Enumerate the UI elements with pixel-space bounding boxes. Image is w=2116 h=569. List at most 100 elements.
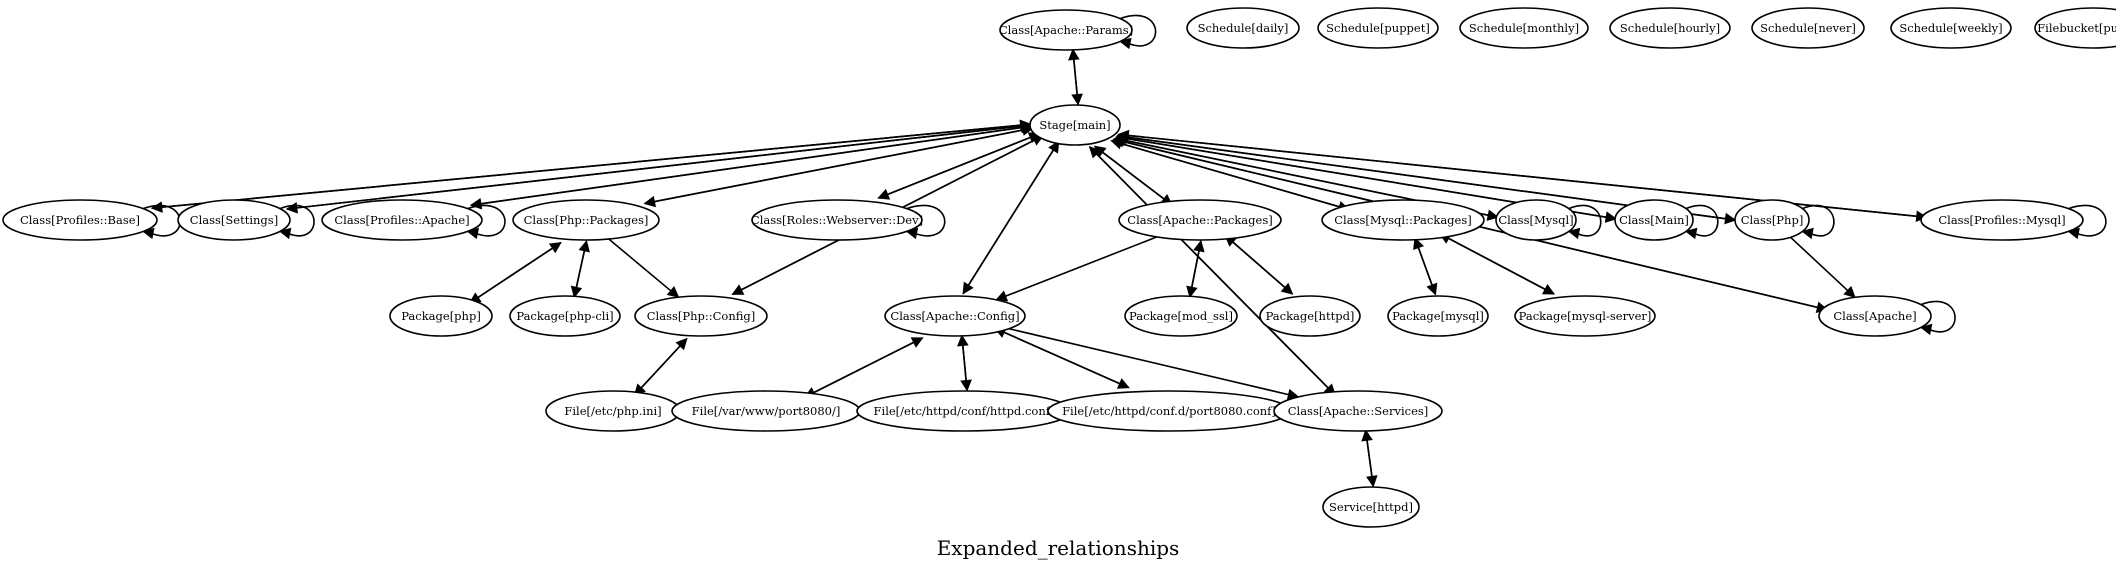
node-profiles-base[interactable]: Class[Profiles::Base]	[2, 199, 158, 241]
node-ellipse[interactable]	[1118, 199, 1282, 241]
node-apache-services[interactable]: Class[Apache::Services]	[1273, 390, 1443, 432]
node-roles-webserver[interactable]: Class[Roles::Webserver::Dev]	[751, 199, 923, 241]
node-label: Package[php]	[401, 309, 481, 323]
node-php-config[interactable]: Class[Php::Config]	[634, 295, 768, 337]
node-ellipse[interactable]	[1317, 7, 1439, 49]
edge-file-port-conf-to-apache-config	[1002, 331, 1130, 389]
node-file-port-conf[interactable]: File[/etc/httpd/conf.d/port8080.conf]	[1047, 390, 1291, 432]
node-ellipse[interactable]	[1751, 7, 1865, 49]
node-ellipse[interactable]	[1459, 7, 1589, 49]
edge-mysql-to-mysql-arrowhead	[1567, 227, 1581, 240]
node-label: Schedule[daily]	[1198, 21, 1289, 35]
node-ellipse[interactable]	[751, 199, 923, 241]
node-ellipse[interactable]	[1495, 199, 1577, 241]
node-sched-never[interactable]: Schedule[never]	[1751, 7, 1865, 49]
node-ellipse[interactable]	[177, 199, 291, 241]
node-ellipse[interactable]	[1259, 295, 1361, 337]
node-ellipse[interactable]	[1818, 295, 1932, 337]
edge-stage-main-to-roles-webserver	[886, 132, 1040, 196]
edge-stage-main-to-profiles-apache	[479, 125, 1032, 205]
node-ellipse[interactable]	[1186, 7, 1300, 49]
node-pkg-php[interactable]: Package[php]	[389, 295, 493, 337]
node-label: Class[Mysql]	[1498, 213, 1573, 227]
node-mysql[interactable]: Class[Mysql]	[1495, 199, 1577, 241]
node-stage-main[interactable]: Stage[main]	[1029, 104, 1121, 146]
node-file-www[interactable]: File[/var/www/port8080/]	[671, 390, 861, 432]
node-php-packages[interactable]: Class[Php::Packages]	[512, 199, 660, 241]
node-ellipse[interactable]	[1614, 199, 1694, 241]
node-label: Class[Profiles::Base]	[20, 213, 140, 227]
node-profiles-mysql[interactable]: Class[Profiles::Mysql]	[1920, 199, 2084, 241]
edge-file-httpd-conf-to-apache-config	[961, 344, 968, 391]
node-main[interactable]: Class[Main]	[1614, 199, 1694, 241]
node-ellipse[interactable]	[884, 295, 1026, 337]
edge-main-to-main	[1685, 204, 1719, 237]
node-pkg-mysql[interactable]: Package[mysql]	[1387, 295, 1489, 337]
node-filebucket[interactable]: Filebucket[puppet]	[2034, 7, 2116, 49]
node-pkg-httpd[interactable]: Package[httpd]	[1259, 295, 1361, 337]
node-ellipse[interactable]	[1124, 295, 1238, 337]
edge-pkg-php-to-php-packages-arrowhead	[548, 242, 562, 254]
node-ellipse[interactable]	[2, 199, 158, 241]
node-sched-monthly[interactable]: Schedule[monthly]	[1459, 7, 1589, 49]
edge-file-php-ini-to-php-config-arrowhead	[675, 337, 688, 351]
node-label: Class[Apache]	[1833, 309, 1916, 323]
node-label: Class[Php::Packages]	[524, 213, 649, 227]
node-mysql-packages[interactable]: Class[Mysql::Packages]	[1321, 199, 1485, 241]
node-ellipse[interactable]	[1920, 199, 2084, 241]
node-ellipse[interactable]	[634, 295, 768, 337]
node-ellipse[interactable]	[1514, 295, 1656, 337]
node-label: Class[Apache::Config]	[890, 309, 1019, 323]
edge-pkg-mysql-to-mysql-packages	[1417, 246, 1437, 295]
node-settings[interactable]: Class[Settings]	[177, 199, 291, 241]
edge-php-to-apache	[1790, 236, 1849, 292]
node-ellipse[interactable]	[1387, 295, 1489, 337]
node-file-php-ini[interactable]: File[/etc/php.ini]	[545, 390, 681, 432]
node-file-httpd-conf[interactable]: File[/etc/httpd/conf/httpd.conf]	[856, 390, 1072, 432]
node-label: Class[Main]	[1619, 213, 1689, 227]
node-label: Filebucket[puppet]	[2037, 21, 2116, 35]
graph-title: Expanded_relationships	[937, 536, 1180, 560]
node-ellipse[interactable]	[1609, 7, 1731, 49]
node-label: Class[Profiles::Apache]	[334, 213, 469, 227]
node-apache[interactable]: Class[Apache]	[1818, 295, 1932, 337]
node-sched-hourly[interactable]: Schedule[hourly]	[1609, 7, 1731, 49]
node-ellipse[interactable]	[1890, 7, 2012, 49]
node-label: Class[Php]	[1741, 213, 1804, 227]
node-label: Schedule[weekly]	[1899, 21, 2002, 35]
node-label: Class[Apache::Services]	[1288, 404, 1429, 418]
node-sched-puppet[interactable]: Schedule[puppet]	[1317, 7, 1439, 49]
node-sched-weekly[interactable]: Schedule[weekly]	[1890, 7, 2012, 49]
node-profiles-apache[interactable]: Class[Profiles::Apache]	[321, 199, 483, 241]
node-label: Schedule[hourly]	[1620, 21, 1720, 35]
node-ellipse[interactable]	[509, 295, 621, 337]
node-ellipse[interactable]	[1322, 486, 1420, 528]
node-ellipse[interactable]	[1734, 199, 1810, 241]
node-label: Package[mysql]	[1392, 309, 1484, 323]
node-ellipse[interactable]	[2034, 7, 2116, 49]
node-ellipse[interactable]	[1029, 104, 1121, 146]
node-php[interactable]: Class[Php]	[1734, 199, 1810, 241]
node-ellipse[interactable]	[999, 9, 1133, 51]
node-ellipse[interactable]	[389, 295, 493, 337]
node-ellipse[interactable]	[1321, 199, 1485, 241]
node-pkg-mysql-server[interactable]: Package[mysql-server]	[1514, 295, 1656, 337]
node-svc-httpd[interactable]: Service[httpd]	[1322, 486, 1420, 528]
node-ellipse[interactable]	[1273, 390, 1443, 432]
node-apache-packages[interactable]: Class[Apache::Packages]	[1118, 199, 1282, 241]
node-label: File[/etc/httpd/conf.d/port8080.conf]	[1062, 404, 1276, 418]
nodes-layer: Class[Apache::Params] Schedule[daily] Sche…	[2, 7, 2116, 528]
node-pkg-mod-ssl[interactable]: Package[mod_ssl]	[1124, 295, 1238, 337]
node-ellipse[interactable]	[512, 199, 660, 241]
node-pkg-php-cli[interactable]: Package[php-cli]	[509, 295, 621, 337]
node-label: File[/etc/php.ini]	[564, 404, 661, 418]
node-label: Package[mysql-server]	[1519, 309, 1652, 323]
node-sched-daily[interactable]: Schedule[daily]	[1186, 7, 1300, 49]
node-apache-params[interactable]: Class[Apache::Params]	[999, 9, 1133, 51]
edge-stage-main-to-php-packages	[653, 127, 1033, 203]
edge-php-packages-to-php-config	[608, 238, 673, 293]
edge-apache-packages-to-apache-config	[1004, 236, 1158, 298]
edge-stage-main-to-apache-services	[1088, 146, 1330, 390]
node-apache-config[interactable]: Class[Apache::Config]	[884, 295, 1026, 337]
node-ellipse[interactable]	[321, 199, 483, 241]
